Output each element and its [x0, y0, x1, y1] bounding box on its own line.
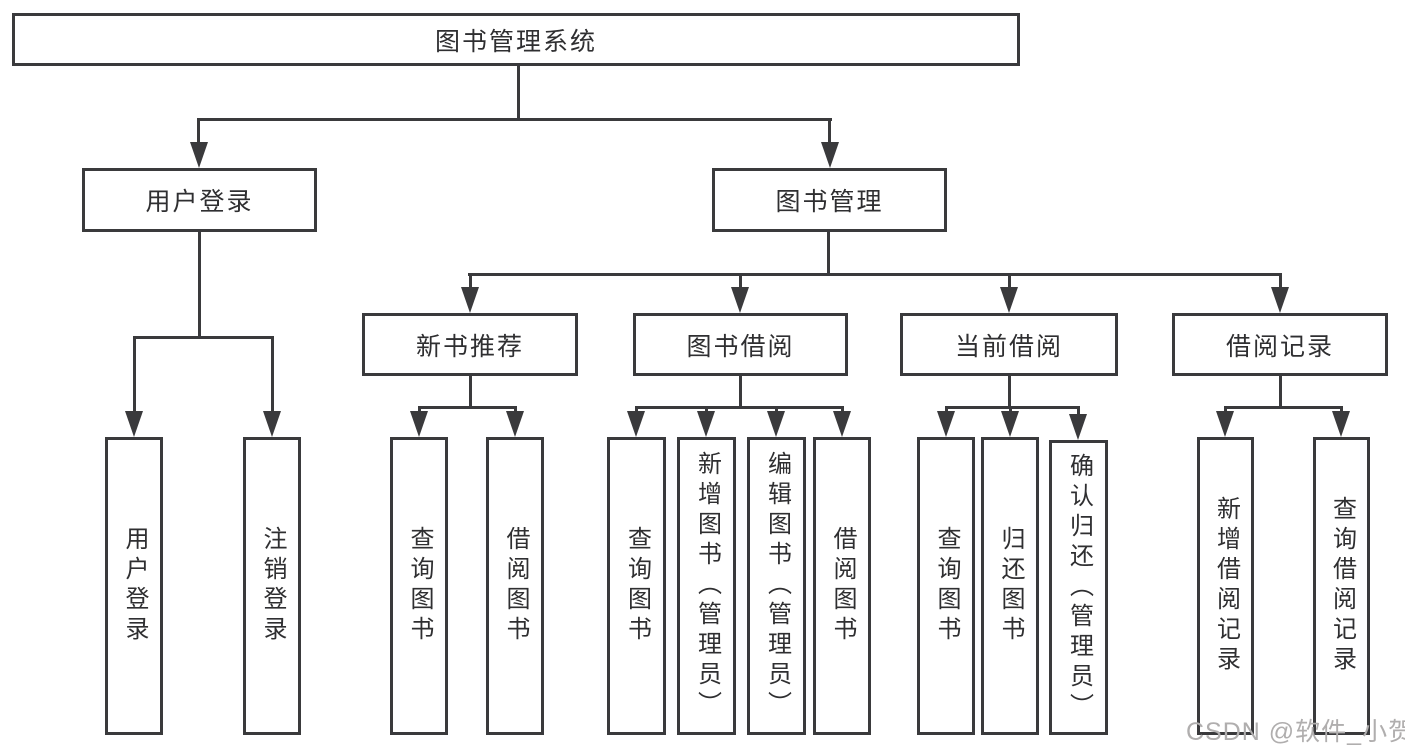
arrow-down-leaf	[506, 411, 524, 437]
edge-book-mgmt-stem	[827, 232, 830, 273]
node-leaf-edit-books-admin: 编辑图书（管理员）	[747, 437, 806, 735]
arrow-down-new-book	[461, 287, 479, 313]
edge-leaf-drop	[775, 406, 778, 414]
node-leaf-user-login: 用户登录	[105, 437, 163, 735]
edge-leaf-drop	[1340, 406, 1343, 414]
edge-leaf-drop	[945, 406, 948, 414]
node-leaf-logout: 注销登录	[243, 437, 301, 735]
edge-leaf-drop	[271, 336, 274, 413]
arrow-down-leaf	[937, 411, 955, 437]
arrow-down-leaf	[697, 411, 715, 437]
node-label: 借阅图书	[829, 526, 856, 646]
node-label: 查询借阅记录	[1328, 496, 1356, 676]
node-book-management: 图书管理	[712, 168, 947, 232]
node-leaf-borrow-books: 借阅图书	[813, 437, 871, 735]
edge-leaf-drop	[418, 406, 421, 414]
node-leaf-add-books-admin: 新增图书（管理员）	[677, 437, 736, 735]
arrow-down-book-borrow	[731, 287, 749, 313]
node-label: 确认归还（管理员）	[1065, 452, 1093, 723]
arrow-down-leaf	[1216, 411, 1234, 437]
arrow-down-leaf	[410, 411, 428, 437]
node-label: 查询图书	[406, 526, 433, 646]
edge-leaf-drop	[133, 336, 136, 413]
node-label: 新增图书（管理员）	[693, 451, 721, 721]
node-label: 编辑图书（管理员）	[763, 451, 791, 721]
edge-user-login-connector	[133, 336, 274, 339]
edge-leaf-drop	[705, 406, 708, 414]
edge-level3-connector	[468, 273, 1282, 276]
node-label: 图书管理系统	[434, 27, 597, 56]
arrow-down-borrow-records	[1271, 287, 1289, 313]
node-leaf-return-books: 归还图书	[981, 437, 1039, 735]
node-leaf-query-books-recommend: 查询图书	[390, 437, 448, 735]
node-current-borrowing: 当前借阅	[900, 313, 1118, 376]
node-borrowing-records: 借阅记录	[1172, 313, 1388, 376]
node-label: 新增借阅记录	[1212, 496, 1240, 676]
arrow-down-current-borrow	[1000, 287, 1018, 313]
edge-level3-drop	[739, 273, 742, 289]
node-label: 新书推荐	[415, 332, 524, 361]
node-label: 归还图书	[997, 526, 1024, 646]
edge-level3-drop	[1008, 273, 1011, 289]
edge-branch-connector	[945, 406, 1080, 409]
edge-branch-stem	[469, 376, 472, 406]
arrow-down-leaf	[627, 411, 645, 437]
edge-level3-drop	[1279, 273, 1282, 289]
edge-level2-connector	[197, 118, 832, 121]
edge-branch-stem	[1279, 376, 1282, 406]
edge-branch-connector	[418, 406, 517, 409]
arrow-down-leaf	[1001, 411, 1019, 437]
node-label: 注销登录	[259, 526, 286, 646]
edge-user-login-stem	[198, 232, 201, 336]
arrow-down-leaf	[767, 411, 785, 437]
arrow-down-leaf	[125, 411, 143, 437]
node-user-login: 用户登录	[82, 168, 317, 232]
edge-leaf-drop	[1009, 406, 1012, 414]
node-library-management-system: 图书管理系统	[12, 13, 1020, 66]
node-label: 图书借阅	[686, 332, 795, 361]
edge-leaf-drop	[635, 406, 638, 414]
node-label: 查询图书	[623, 526, 651, 646]
arrow-down-book-mgmt	[821, 142, 839, 168]
edge-user-login-drop	[197, 118, 200, 146]
arrow-down-leaf	[263, 411, 281, 437]
edge-leaf-drop	[841, 406, 844, 414]
node-label: 借阅图书	[502, 526, 529, 646]
node-leaf-query-borrow-record: 查询借阅记录	[1313, 437, 1370, 735]
edge-branch-connector	[635, 406, 844, 409]
edge-level3-drop	[469, 273, 472, 289]
arrow-down-leaf	[1332, 411, 1350, 437]
node-label: 用户登录	[145, 188, 254, 216]
node-label: 当前借阅	[954, 332, 1063, 361]
node-label: 查询图书	[933, 526, 960, 646]
node-leaf-query-books-current: 查询图书	[917, 437, 975, 735]
edge-leaf-drop	[514, 406, 517, 414]
node-leaf-query-books-borrowing: 查询图书	[607, 437, 666, 735]
node-label: 用户登录	[121, 526, 148, 646]
edge-branch-connector	[1224, 406, 1343, 409]
arrow-down-leaf	[1069, 414, 1087, 440]
edge-leaf-drop	[1224, 406, 1227, 414]
edge-branch-stem	[1008, 376, 1011, 406]
node-label: 借阅记录	[1225, 332, 1334, 361]
node-leaf-confirm-return-admin: 确认归还（管理员）	[1049, 440, 1108, 735]
node-leaf-borrow-books-recommend: 借阅图书	[486, 437, 544, 735]
edge-book-mgmt-drop	[828, 118, 831, 146]
edge-root-stem	[517, 66, 520, 118]
node-label: 图书管理	[775, 188, 884, 216]
arrow-down-user-login	[190, 142, 208, 168]
edge-leaf-drop	[1077, 406, 1080, 416]
csdn-watermark: CSDN @软件_小贺同学	[1186, 718, 1405, 746]
arrow-down-leaf	[833, 411, 851, 437]
node-book-borrowing: 图书借阅	[633, 313, 848, 376]
node-leaf-add-borrow-record: 新增借阅记录	[1197, 437, 1254, 735]
node-new-book-recommendation: 新书推荐	[362, 313, 578, 376]
edge-branch-stem	[739, 376, 742, 406]
